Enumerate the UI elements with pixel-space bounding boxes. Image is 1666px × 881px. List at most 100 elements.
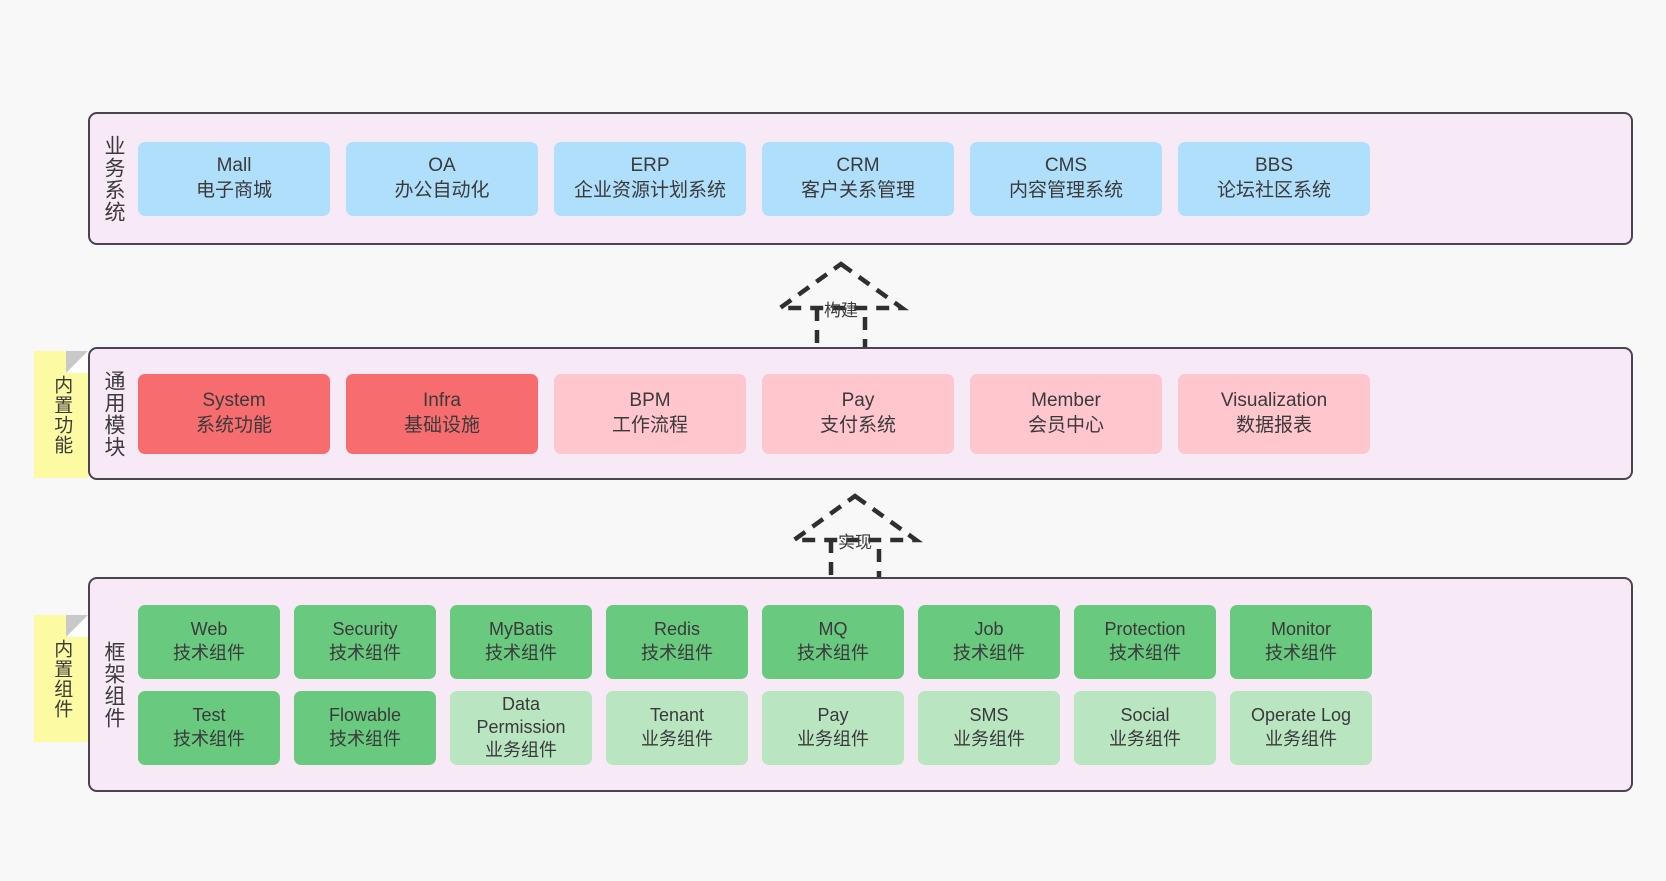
card-subtitle: 数据报表 bbox=[1235, 414, 1312, 436]
card-redis[interactable]: Redis 技术组件 bbox=[606, 604, 748, 679]
card-subtitle: 论坛社区系统 bbox=[1216, 179, 1331, 201]
card-title: Pay bbox=[817, 705, 849, 726]
card-title: Redis bbox=[653, 619, 701, 640]
card-title: ERP bbox=[630, 155, 670, 177]
card-title: Infra bbox=[422, 390, 462, 412]
sticky-note-label: 内置组件 bbox=[51, 638, 73, 719]
card-title: Member bbox=[1031, 390, 1101, 412]
card-title: OA bbox=[428, 155, 456, 177]
card-subtitle: 技术组件 bbox=[329, 728, 401, 749]
card-subtitle: 技术组件 bbox=[1109, 642, 1181, 663]
card-title: Security bbox=[332, 619, 398, 640]
card-title: Monitor bbox=[1270, 619, 1332, 640]
card-subtitle: 业务组件 bbox=[953, 728, 1025, 749]
card-subtitle: 基础设施 bbox=[403, 414, 480, 436]
layer-body-common: System 系统功能 Infra 基础设施 BPM 工作流程 Pay 支付系统… bbox=[136, 349, 1631, 478]
card-title: Visualization bbox=[1220, 390, 1328, 412]
card-subtitle: 客户关系管理 bbox=[800, 179, 915, 201]
card-title: SMS bbox=[969, 705, 1009, 726]
card-title: Data Permission bbox=[476, 693, 566, 737]
card-erp[interactable]: ERP 企业资源计划系统 bbox=[554, 141, 746, 216]
card-subtitle: 企业资源计划系统 bbox=[573, 179, 726, 201]
card-title: Web bbox=[190, 619, 228, 640]
card-protection[interactable]: Protection 技术组件 bbox=[1074, 604, 1216, 679]
card-subtitle: 技术组件 bbox=[1265, 642, 1337, 663]
layer-framework-components: 框架组件 Web 技术组件 Security 技术组件 MyBatis 技术组件… bbox=[88, 577, 1633, 792]
card-member[interactable]: Member 会员中心 bbox=[970, 373, 1162, 454]
card-cms[interactable]: CMS 内容管理系统 bbox=[970, 141, 1162, 216]
card-mybatis[interactable]: MyBatis 技术组件 bbox=[450, 604, 592, 679]
layer-common-modules: 通用模块 System 系统功能 Infra 基础设施 BPM 工作流程 Pay… bbox=[88, 347, 1633, 480]
card-title: Social bbox=[1120, 705, 1170, 726]
card-web[interactable]: Web 技术组件 bbox=[138, 604, 280, 679]
card-subtitle: 技术组件 bbox=[329, 642, 401, 663]
layer-body-framework: Web 技术组件 Security 技术组件 MyBatis 技术组件 Redi… bbox=[136, 579, 1631, 790]
card-tenant[interactable]: Tenant 业务组件 bbox=[606, 690, 748, 765]
layer-title-common: 通用模块 bbox=[101, 369, 125, 458]
card-title: BBS bbox=[1254, 155, 1294, 177]
card-system[interactable]: System 系统功能 bbox=[138, 373, 330, 454]
card-flowable[interactable]: Flowable 技术组件 bbox=[294, 690, 436, 765]
card-title: Tenant bbox=[649, 705, 705, 726]
card-title: Pay bbox=[841, 390, 875, 412]
card-job[interactable]: Job 技术组件 bbox=[918, 604, 1060, 679]
card-subtitle: 技术组件 bbox=[953, 642, 1025, 663]
card-title: CRM bbox=[836, 155, 880, 177]
card-subtitle: 技术组件 bbox=[797, 642, 869, 663]
card-subtitle: 会员中心 bbox=[1027, 414, 1104, 436]
card-security[interactable]: Security 技术组件 bbox=[294, 604, 436, 679]
card-subtitle: 业务组件 bbox=[797, 728, 869, 749]
card-row: Test 技术组件 Flowable 技术组件 Data Permission … bbox=[138, 690, 1619, 765]
card-subtitle: 技术组件 bbox=[173, 642, 245, 663]
card-subtitle: 业务组件 bbox=[641, 728, 713, 749]
card-test[interactable]: Test 技术组件 bbox=[138, 690, 280, 765]
card-mq[interactable]: MQ 技术组件 bbox=[762, 604, 904, 679]
layer-business-systems: 业务系统 Mall 电子商城 OA 办公自动化 ERP 企业资源计划系统 CRM… bbox=[88, 112, 1633, 245]
connector-label-implement: 实现 bbox=[838, 533, 872, 552]
connector-implement: 实现 bbox=[775, 490, 935, 585]
card-title: Job bbox=[974, 619, 1004, 640]
card-bbs[interactable]: BBS 论坛社区系统 bbox=[1178, 141, 1370, 216]
card-pay-business[interactable]: Pay 业务组件 bbox=[762, 690, 904, 765]
card-title: Operate Log bbox=[1250, 705, 1352, 726]
card-operate-log[interactable]: Operate Log 业务组件 bbox=[1230, 690, 1372, 765]
card-title: MQ bbox=[818, 619, 848, 640]
card-crm[interactable]: CRM 客户关系管理 bbox=[762, 141, 954, 216]
card-subtitle: 系统功能 bbox=[195, 414, 272, 436]
card-subtitle: 内容管理系统 bbox=[1008, 179, 1123, 201]
card-subtitle: 技术组件 bbox=[485, 642, 557, 663]
card-data-permission[interactable]: Data Permission 业务组件 bbox=[450, 690, 592, 765]
card-subtitle: 技术组件 bbox=[173, 728, 245, 749]
card-title: Test bbox=[192, 705, 226, 726]
layer-title-business: 业务系统 bbox=[101, 134, 125, 223]
card-title: CMS bbox=[1044, 155, 1088, 177]
sticky-note-builtin-component: 内置组件 bbox=[34, 615, 88, 742]
card-title: MyBatis bbox=[488, 619, 553, 640]
card-oa[interactable]: OA 办公自动化 bbox=[346, 141, 538, 216]
card-infra[interactable]: Infra 基础设施 bbox=[346, 373, 538, 454]
card-sms[interactable]: SMS 业务组件 bbox=[918, 690, 1060, 765]
card-social[interactable]: Social 业务组件 bbox=[1074, 690, 1216, 765]
card-row: System 系统功能 Infra 基础设施 BPM 工作流程 Pay 支付系统… bbox=[138, 373, 1619, 454]
card-pay[interactable]: Pay 支付系统 bbox=[762, 373, 954, 454]
card-subtitle: 电子商城 bbox=[195, 179, 272, 201]
sticky-note-label: 内置功能 bbox=[51, 374, 73, 455]
card-subtitle: 办公自动化 bbox=[394, 179, 490, 201]
card-visualization[interactable]: Visualization 数据报表 bbox=[1178, 373, 1370, 454]
card-row: Mall 电子商城 OA 办公自动化 ERP 企业资源计划系统 CRM 客户关系… bbox=[138, 141, 1619, 216]
card-mall[interactable]: Mall 电子商城 bbox=[138, 141, 330, 216]
card-subtitle: 技术组件 bbox=[641, 642, 713, 663]
card-title: Mall bbox=[216, 155, 252, 177]
card-monitor[interactable]: Monitor 技术组件 bbox=[1230, 604, 1372, 679]
card-subtitle: 业务组件 bbox=[1265, 728, 1337, 749]
layer-body-business: Mall 电子商城 OA 办公自动化 ERP 企业资源计划系统 CRM 客户关系… bbox=[136, 114, 1631, 243]
card-subtitle: 业务组件 bbox=[1109, 728, 1181, 749]
sticky-note-builtin-function: 内置功能 bbox=[34, 351, 88, 478]
card-bpm[interactable]: BPM 工作流程 bbox=[554, 373, 746, 454]
card-subtitle: 业务组件 bbox=[485, 740, 557, 761]
card-title: BPM bbox=[629, 390, 671, 412]
connector-build: 构建 bbox=[761, 258, 921, 353]
card-title: Flowable bbox=[328, 705, 402, 726]
card-subtitle: 工作流程 bbox=[611, 414, 688, 436]
